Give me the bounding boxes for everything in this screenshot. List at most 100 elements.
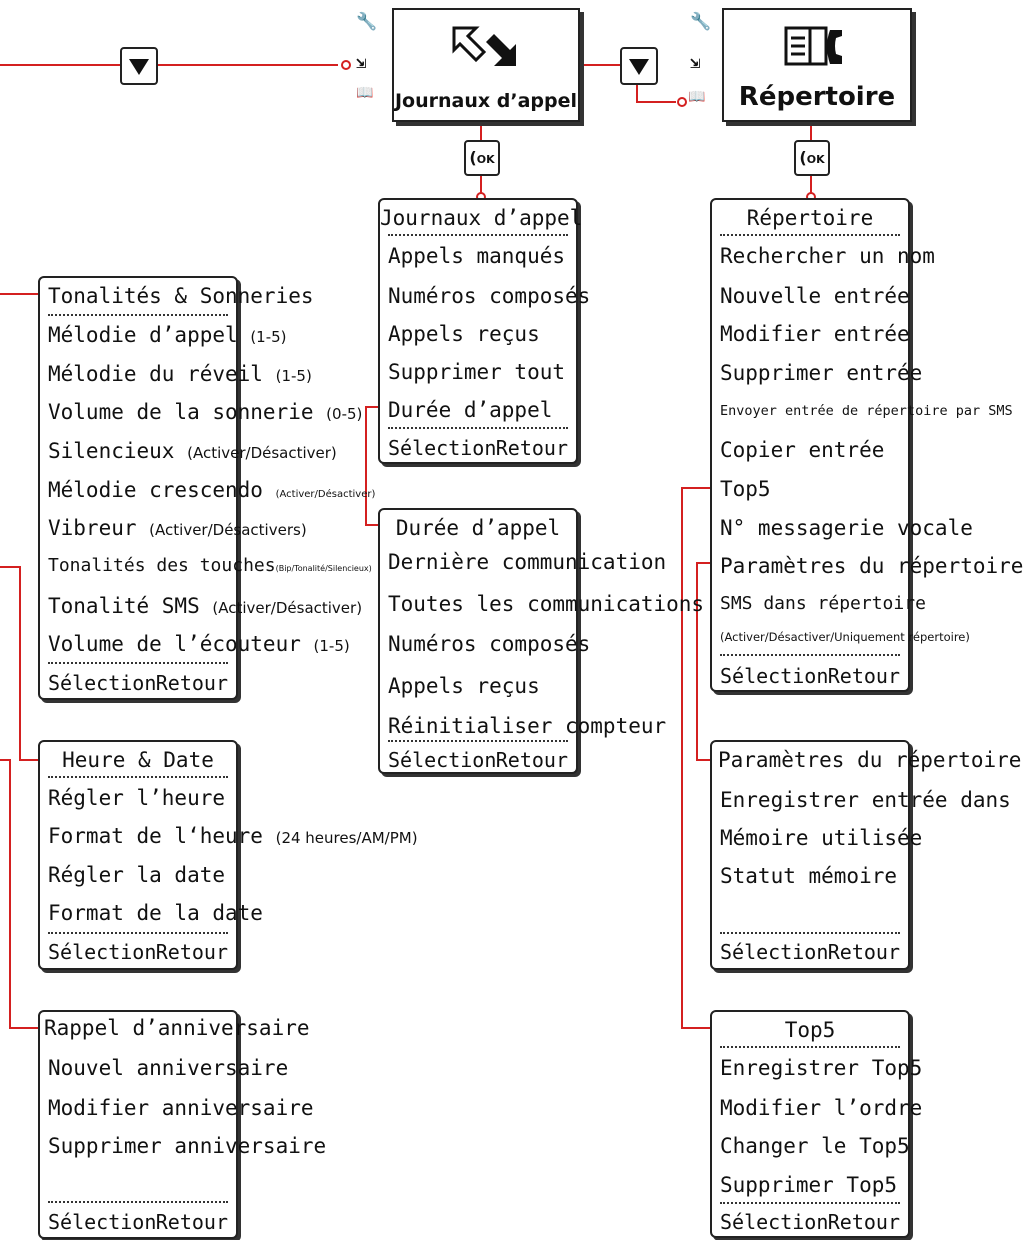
menu-item[interactable]: Régler l’heure xyxy=(48,788,225,809)
menu-item[interactable]: SMS dans répertoire xyxy=(720,595,926,613)
item-label: Durée d’appel xyxy=(388,398,553,422)
back-softkey[interactable]: Retour xyxy=(495,436,568,460)
menu-item[interactable]: Nouvel anniversaire xyxy=(48,1058,288,1079)
select-softkey[interactable]: Sélection xyxy=(48,671,157,695)
item-option: (1-5) xyxy=(250,328,287,346)
menu-item[interactable]: Format de la date xyxy=(48,903,263,924)
menu-item[interactable]: Toutes les communications xyxy=(388,594,704,615)
down-arrow-icon[interactable] xyxy=(620,47,658,85)
down-arrow-icon[interactable] xyxy=(120,47,158,85)
back-softkey[interactable]: Retour xyxy=(155,940,228,964)
item-label: Mémoire utilisée xyxy=(720,826,923,850)
menu-title: Top5 xyxy=(784,1018,836,1042)
menu-item[interactable]: Supprimer tout xyxy=(388,362,565,383)
menu-top5: Top5 Enregistrer Top5 Modifier l’ordre C… xyxy=(710,1010,922,1238)
menu-item[interactable]: Tonalité SMS (Activer/Désactiver) xyxy=(48,596,362,617)
item-label: Supprimer Top5 xyxy=(720,1173,898,1197)
menu-item[interactable]: Paramètres du répertoire xyxy=(720,556,1023,577)
divider xyxy=(48,932,228,934)
menu-item[interactable]: Supprimer Top5 xyxy=(720,1175,897,1196)
menu-item[interactable]: Supprimer anniversaire xyxy=(48,1136,326,1157)
menu-item[interactable]: Dernière communication xyxy=(388,552,666,573)
menu-item[interactable]: Format de l‘heure (24 heures/AM/PM) xyxy=(48,826,418,847)
item-label: Silencieux xyxy=(48,439,175,463)
menu-item[interactable]: Régler la date xyxy=(48,865,225,886)
menu-item[interactable]: Silencieux (Activer/Désactiver) xyxy=(48,441,337,462)
menu-heure-date: Heure & Date Régler l’heure Format de l‘… xyxy=(38,740,418,970)
menu-item[interactable]: Rechercher un nom xyxy=(720,246,935,267)
menu-item[interactable]: Envoyer entrée de répertoire par SMS xyxy=(720,403,1013,419)
menu-item[interactable]: Durée d’appel xyxy=(388,400,552,421)
divider xyxy=(720,1046,900,1048)
menu-item[interactable]: Changer le Top5 xyxy=(720,1136,910,1157)
select-softkey[interactable]: Sélection xyxy=(720,1210,829,1234)
divider xyxy=(48,314,228,316)
menu-item[interactable]: Nouvelle entrée xyxy=(720,286,910,307)
select-softkey[interactable]: Sélection xyxy=(720,664,829,688)
select-softkey[interactable]: Sélection xyxy=(388,436,497,460)
select-softkey[interactable]: Sélection xyxy=(388,748,497,772)
menu-item[interactable]: Vibreur (Activer/Désactivers) xyxy=(48,518,307,539)
select-softkey[interactable]: Sélection xyxy=(720,940,829,964)
menu-item[interactable]: Appels manqués xyxy=(388,246,565,267)
item-label: Top5 xyxy=(720,477,771,501)
book-icon: 📖 xyxy=(356,85,374,101)
back-softkey[interactable]: Retour xyxy=(495,748,568,772)
journaux-screen[interactable]: Journaux d’appel xyxy=(392,8,580,122)
menu-item[interactable]: Mélodie d’appel (1-5) xyxy=(48,325,287,346)
menu-item[interactable]: Enregistrer Top5 xyxy=(720,1058,922,1079)
menu-item[interactable]: Statut mémoire xyxy=(720,866,897,887)
item-label: Supprimer entrée xyxy=(720,361,923,385)
back-softkey[interactable]: Retour xyxy=(827,940,900,964)
divider xyxy=(48,776,228,778)
menu-item[interactable]: Supprimer entrée xyxy=(720,363,922,384)
menu-item[interactable]: N° messagerie vocale xyxy=(720,518,973,539)
item-label: Paramètres du répertoire xyxy=(720,554,1024,578)
menu-item[interactable]: Mélodie crescendo (Activer/Désactiver) xyxy=(48,480,375,501)
item-label: Changer le Top5 xyxy=(720,1134,910,1158)
menu-item[interactable]: Numéros composés xyxy=(388,634,590,655)
menu-item[interactable]: Mélodie du réveil (1-5) xyxy=(48,364,312,385)
arrows-icon: ⇲ xyxy=(690,53,701,73)
menu-item[interactable]: Numéros composés xyxy=(388,286,590,307)
menu-item[interactable]: Modifier entrée xyxy=(720,324,910,345)
item-option: (Activer/Désactiver) xyxy=(187,444,337,462)
handset-icon: ( xyxy=(469,148,477,167)
back-softkey[interactable]: Retour xyxy=(827,1210,900,1234)
ok-button[interactable]: (OK xyxy=(794,140,830,176)
item-label: SMS dans répertoire xyxy=(720,593,926,614)
select-softkey[interactable]: Sélection xyxy=(48,940,157,964)
divider xyxy=(48,1201,228,1203)
menu-item[interactable]: Appels reçus xyxy=(388,324,540,345)
menu-title: Rappel d’anniversaire xyxy=(44,1016,310,1040)
divider xyxy=(388,740,568,742)
menu-item[interactable]: Modifier l’ordre xyxy=(720,1098,922,1119)
ok-button[interactable]: (OK xyxy=(464,140,500,176)
menu-title: Répertoire xyxy=(746,206,874,230)
menu-item[interactable]: Volume de la sonnerie (0-5) xyxy=(48,402,362,423)
menu-item[interactable]: Mémoire utilisée xyxy=(720,828,922,849)
menu-item[interactable]: Appels reçus xyxy=(388,676,540,697)
menu-item[interactable]: Réinitialiser compteur xyxy=(388,716,666,737)
back-softkey[interactable]: Retour xyxy=(155,1210,228,1234)
back-softkey[interactable]: Retour xyxy=(155,671,228,695)
item-label: Envoyer entrée de répertoire par SMS xyxy=(720,403,1013,419)
menu-item[interactable]: Copier entrée xyxy=(720,440,884,461)
divider xyxy=(388,427,568,429)
menu-item[interactable]: Top5 xyxy=(720,479,771,500)
divider xyxy=(720,932,900,934)
item-label: Numéros composés xyxy=(388,632,591,656)
menu-item[interactable]: Tonalités des touches(Bip/Tonalité/Silen… xyxy=(48,557,372,575)
item-label: Supprimer anniversaire xyxy=(48,1134,327,1158)
menu-item[interactable]: Modifier anniversaire xyxy=(48,1098,314,1119)
select-softkey[interactable]: Sélection xyxy=(48,1210,157,1234)
item-option: (1-5) xyxy=(275,367,312,385)
repertoire-screen[interactable]: Répertoire xyxy=(722,8,912,122)
menu-item[interactable]: Volume de l’écouteur (1-5) xyxy=(48,634,350,655)
back-softkey[interactable]: Retour xyxy=(827,664,900,688)
menu-item[interactable]: Enregistrer entrée dans xyxy=(720,790,1011,811)
